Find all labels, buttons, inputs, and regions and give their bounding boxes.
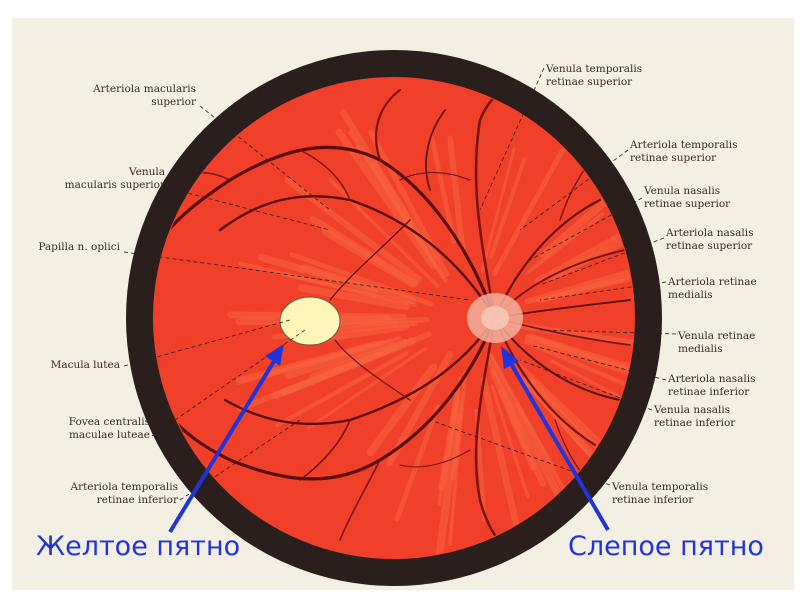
retina-streak — [435, 399, 463, 558]
retina-texture — [227, 109, 634, 558]
retina-streak — [275, 351, 409, 428]
retinal-vessel — [339, 459, 381, 541]
retina-streak — [534, 203, 634, 285]
retina-streak — [257, 253, 379, 294]
leader-lines — [123, 67, 677, 501]
blind-spot-arrowhead — [501, 346, 519, 369]
retina-streak — [498, 387, 547, 487]
retina-streak — [321, 227, 417, 288]
retina-streak — [526, 212, 604, 275]
macula-arrowhead — [265, 344, 284, 366]
retina-streak — [490, 384, 530, 499]
macula-arrow — [168, 356, 278, 534]
label-leader — [529, 344, 667, 381]
retina-streak — [480, 147, 516, 273]
blind-spot-annotation: Слепое пятно — [568, 531, 764, 562]
retina-streak — [429, 135, 457, 244]
retina-streak — [328, 178, 440, 289]
retinal-vessel — [334, 339, 411, 401]
retinal-vessel — [158, 145, 497, 320]
label-leader — [123, 251, 471, 301]
retina-streak — [236, 331, 432, 412]
label-leader — [179, 419, 301, 501]
retinal-vessel — [299, 149, 351, 201]
optic-cup — [481, 306, 509, 330]
retina-streak — [394, 404, 441, 522]
structure-label: Macula lutea — [51, 359, 120, 371]
label-leader — [519, 359, 653, 411]
label-leader — [123, 319, 291, 367]
retina-streak — [335, 128, 437, 270]
retinal-vessel — [399, 449, 471, 468]
retina-streak — [542, 270, 634, 303]
macula-lutea — [279, 296, 341, 346]
label-leader — [539, 281, 667, 301]
retinal-vessel — [375, 88, 402, 162]
label-leader — [529, 197, 643, 261]
retina-streak — [284, 339, 394, 380]
retina-streak — [289, 252, 434, 307]
retina-streak — [550, 359, 620, 398]
label-leader — [539, 237, 665, 286]
retina-streak — [368, 129, 450, 278]
retina-streak — [524, 333, 634, 387]
retina-streak — [488, 157, 527, 259]
retinal-vessel — [399, 172, 471, 181]
blind-spot-arrow — [508, 360, 610, 532]
retina-streak — [549, 214, 634, 281]
retina-streak — [307, 346, 428, 430]
retina-streak — [491, 148, 565, 277]
retina-streak — [386, 351, 454, 467]
retina-streak — [450, 412, 463, 481]
retina-streak — [438, 388, 461, 491]
retinal-vessel — [299, 419, 351, 481]
retina-streak — [524, 339, 634, 392]
macula-annotation: Желтое пятно — [36, 531, 240, 562]
retina-streak — [298, 284, 410, 311]
label-leader — [429, 419, 611, 486]
label-leader — [539, 329, 677, 335]
retina-streak — [480, 376, 522, 538]
retina-streak — [348, 130, 446, 279]
retinal-vessel — [163, 316, 497, 481]
retina-streak — [366, 363, 438, 457]
label-leader — [519, 149, 629, 231]
retinal-vessel — [425, 109, 446, 191]
retina-streak — [447, 135, 466, 252]
retinal-vessel — [329, 219, 411, 301]
structure-label: Papilla n. oplici — [38, 241, 120, 253]
retina-streak — [281, 272, 417, 308]
label-leader — [479, 67, 545, 211]
retina-streak — [489, 353, 554, 466]
